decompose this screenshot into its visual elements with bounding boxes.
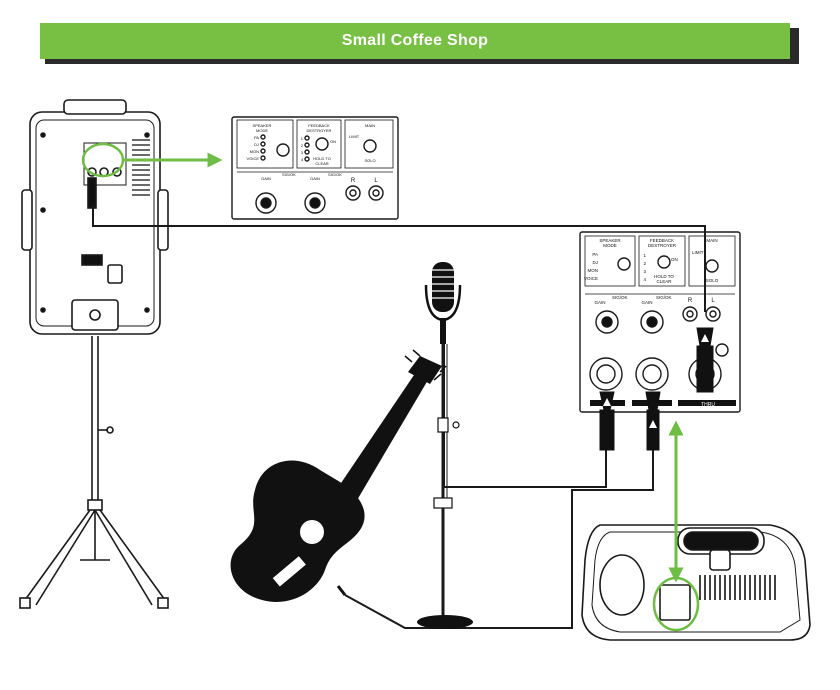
label-main-large: MAIN — [706, 238, 717, 243]
label-hold-to: HOLD TO — [313, 156, 331, 161]
label-clear: CLEAR — [315, 161, 328, 166]
label-left: L — [374, 178, 378, 184]
label-voice-large: VOICE — [584, 276, 598, 281]
label-fb2-large: 2 — [643, 261, 646, 266]
guitar-tuners — [404, 349, 447, 381]
floor-monitor — [581, 524, 811, 641]
label-mode-dj: DJ — [254, 142, 259, 147]
acoustic-guitar — [230, 356, 442, 602]
label-fb4-large: 4 — [643, 277, 646, 282]
label-sigok-large-1: SIG/OK — [612, 295, 628, 300]
label-destroyer-large: DESTROYER — [648, 243, 677, 248]
label-left-large: L — [711, 298, 715, 304]
title-banner: Small Coffee Shop — [40, 23, 790, 59]
label-fb-1: 1 — [301, 136, 304, 141]
label-speaker-large: SPEAKER — [599, 238, 621, 243]
tripod-stand — [19, 336, 169, 609]
label-gain-1: GAIN — [261, 176, 271, 181]
label-mode-pa: PA — [254, 135, 259, 140]
main-out-cable — [92, 205, 706, 312]
label-mode: MODE — [256, 128, 268, 133]
label-fb-4: 4 — [301, 157, 304, 162]
label-pa-large: PA — [592, 252, 598, 257]
label-limit-large: LIMIT — [692, 250, 704, 255]
label-dj-large: DJ — [593, 260, 599, 265]
label-limit: LIMIT — [349, 134, 360, 139]
label-right-large: R — [688, 298, 693, 304]
label-destroyer: DESTROYER — [307, 128, 332, 133]
guitar-cable — [344, 450, 654, 629]
microphone — [417, 262, 473, 629]
label-fb-2: 2 — [301, 143, 304, 148]
label-mon-large: MON — [588, 268, 599, 273]
large-panel-labels: SPEAKER MODE PA DJ MON VOICE FEEDBACK DE… — [584, 238, 719, 305]
label-main: MAIN — [365, 123, 375, 128]
mic-grille — [432, 269, 454, 299]
page-title: Small Coffee Shop — [341, 32, 489, 49]
panel-highlight-circle — [81, 142, 125, 178]
label-mode-voice: VOICE — [247, 156, 260, 161]
label-speaker: SPEAKER — [253, 123, 272, 128]
label-fb-3: 3 — [301, 150, 304, 155]
main-speaker-rear — [21, 99, 169, 335]
label-thru: THRU — [701, 402, 715, 408]
connector-arrows — [603, 334, 709, 428]
label-fb3-large: 3 — [643, 269, 646, 274]
large-control-panel — [579, 231, 741, 413]
label-solo: SOLO — [364, 158, 375, 163]
label-gain-large-1: GAIN — [594, 300, 605, 305]
label-right: R — [351, 178, 356, 184]
label-holdto-large: HOLD TO — [654, 274, 674, 279]
zoomed-control-panel — [231, 116, 399, 220]
label-sigok-2: SIG/OK — [328, 172, 342, 177]
label-gain-2: GAIN — [310, 176, 320, 181]
label-gain-large-2: GAIN — [641, 300, 652, 305]
label-on-large: ON — [671, 257, 678, 262]
monitor-vents — [699, 575, 776, 600]
label-feedback: FEEDBACK — [308, 123, 330, 128]
label-solo-large: SOLO — [706, 278, 719, 283]
label-sigok-1: SIG/OK — [282, 172, 296, 177]
zoomed-panel-labels: SPEAKER MODE PA DJ MON VOICE FEEDBACK DE… — [247, 123, 379, 184]
label-mode-mon: MON — [250, 149, 259, 154]
label-clear-large: CLEAR — [656, 279, 672, 284]
label-feedback-large: FEEDBACK — [650, 238, 674, 243]
label-sigok-large-2: SIG/OK — [656, 295, 672, 300]
label-mode-large: MODE — [603, 243, 617, 248]
label-on: ON — [330, 139, 336, 144]
label-fb1-large: 1 — [643, 253, 646, 258]
